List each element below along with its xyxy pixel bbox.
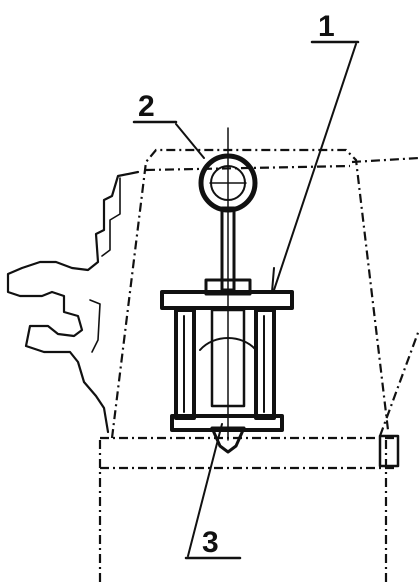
side-bracket (6, 170, 140, 434)
leader-lines (132, 40, 360, 560)
base-housing (98, 434, 400, 584)
callout-1-leader (273, 43, 357, 291)
callout-3-label: 3 (202, 526, 219, 559)
press-frame (160, 267, 294, 454)
callout-2-leader (175, 123, 205, 159)
callout-3-leader (187, 423, 223, 557)
callout-2-label: 2 (138, 90, 155, 123)
gauge-dial (198, 127, 258, 213)
callout-1-label: 1 (318, 10, 335, 43)
